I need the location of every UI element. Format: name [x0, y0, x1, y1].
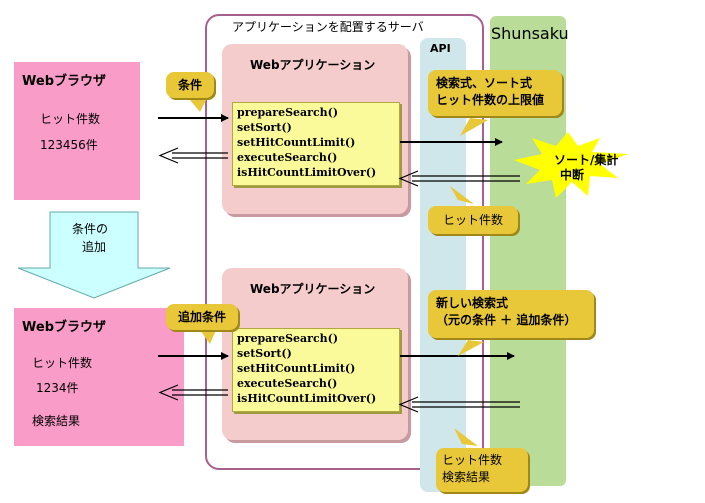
- method-set-hit-count-limit: setHitCountLimit(): [237, 136, 356, 149]
- server-label: アプリケーションを配置するサーバ: [232, 20, 424, 34]
- web-app-title-2: Webアプリケーション: [250, 282, 376, 296]
- method-calls-box-2: prepareSearch() setSort() setHitCountLim…: [232, 328, 400, 412]
- hit-note-tail: [450, 186, 474, 204]
- method-is-hit-count-limit-over: isHitCountLimitOver(): [237, 392, 377, 405]
- query-callout-2: 新しい検索式 （元の条件 ＋ 追加条件）: [428, 290, 594, 338]
- arrow-app-to-browser-2: [158, 384, 228, 401]
- query-callout-1-line-2: ヒット件数の上限値: [436, 93, 545, 107]
- condition-note-tail: [190, 100, 206, 112]
- add-condition-note: 追加条件: [166, 304, 238, 330]
- condition-add-label-2: 追加: [82, 240, 107, 254]
- hit-count-note: ヒット件数: [428, 206, 518, 234]
- arrow-shunsaku-to-app-2: [398, 396, 520, 413]
- hit-count-label-1: ヒット件数: [40, 112, 101, 126]
- hit-result-note-line-1: ヒット件数: [442, 453, 503, 467]
- api-label: API: [430, 42, 451, 55]
- burst-text-2: 中断: [560, 168, 585, 182]
- method-calls-box-1: prepareSearch() setSort() setHitCountLim…: [232, 102, 400, 186]
- condition-add-label-1: 条件の: [72, 222, 109, 236]
- browser-title-2: Webブラウザ: [22, 320, 106, 335]
- method-is-hit-count-limit-over: isHitCountLimitOver(): [237, 166, 377, 179]
- hit-count-value-2: 1234件: [36, 381, 79, 395]
- hit-result-note: ヒット件数 検索結果: [436, 448, 528, 492]
- method-set-hit-count-limit: setHitCountLimit(): [237, 362, 356, 375]
- search-result-label: 検索結果: [32, 414, 81, 428]
- query-callout-1: 検索式、ソート式 ヒット件数の上限値: [428, 70, 562, 116]
- burst-text-1: ソート/集計: [554, 153, 619, 167]
- web-app-title-1: Webアプリケーション: [250, 58, 376, 72]
- browser-panel-2: [14, 308, 184, 446]
- hit-count-value-1: 123456件: [40, 138, 98, 152]
- method-execute-search: executeSearch(): [237, 151, 338, 164]
- method-set-sort: setSort(): [237, 121, 292, 134]
- hit-result-note-line-2: 検索結果: [442, 470, 491, 484]
- callout-2-tail: [458, 340, 484, 356]
- callout-1-tail: [460, 118, 488, 136]
- method-execute-search: executeSearch(): [237, 377, 338, 390]
- add-condition-note-tail: [200, 330, 216, 344]
- query-callout-2-line-2: （元の条件 ＋ 追加条件）: [436, 313, 577, 327]
- method-prepare-search: prepareSearch(): [237, 106, 339, 119]
- arrow-shunsaku-to-app-1: [398, 170, 520, 187]
- query-callout-2-line-1: 新しい検索式: [436, 296, 509, 310]
- browser-panel-1: [14, 62, 140, 200]
- method-set-sort: setSort(): [237, 347, 292, 360]
- hit-count-label-2: ヒット件数: [32, 356, 93, 370]
- query-callout-1-line-1: 検索式、ソート式: [436, 76, 533, 90]
- condition-note: 条件: [166, 72, 214, 98]
- interrupt-burst: [514, 132, 628, 198]
- method-prepare-search: prepareSearch(): [237, 332, 339, 345]
- browser-title-1: Webブラウザ: [22, 74, 106, 89]
- arrow-app-to-browser-1: [158, 147, 228, 164]
- shunsaku-label: Shunsaku: [491, 24, 569, 43]
- condition-add-arrow: [17, 211, 171, 299]
- hit-result-note-tail: [454, 428, 478, 446]
